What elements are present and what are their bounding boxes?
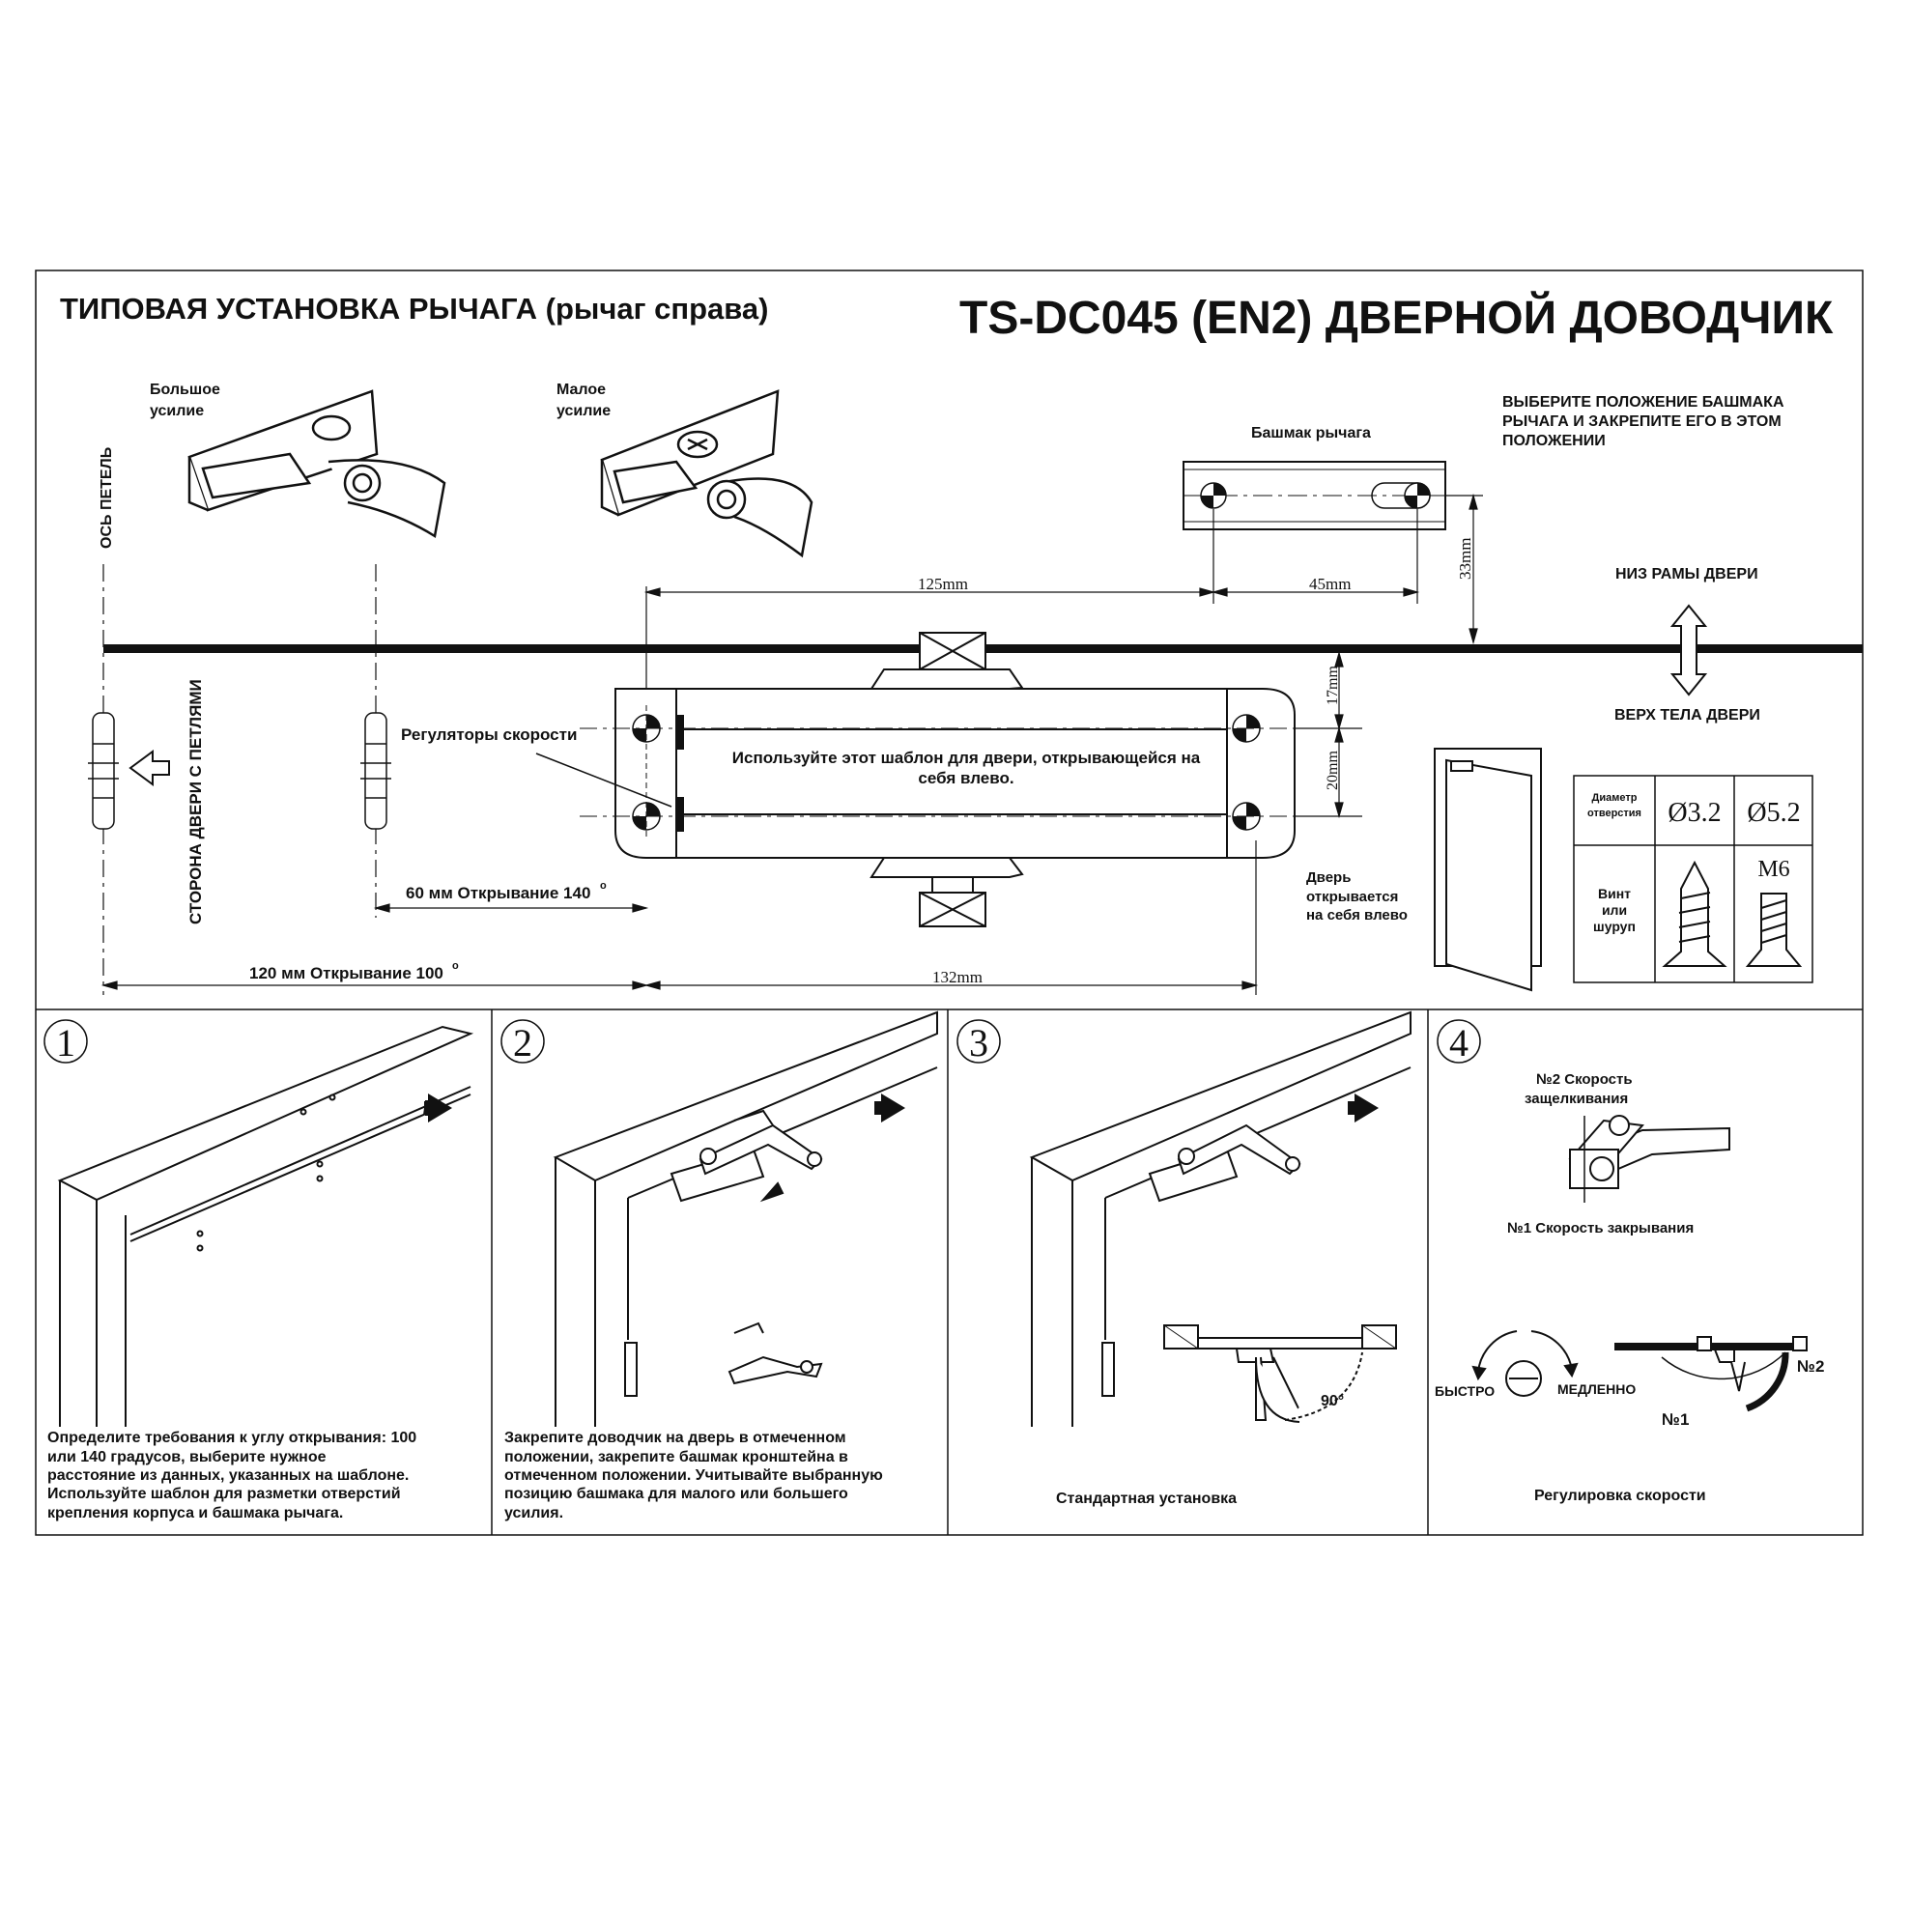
step-4-caption: Регулировка скорости — [1534, 1488, 1706, 1504]
screw-label: или — [1602, 902, 1627, 918]
degree-mark: o — [600, 880, 607, 892]
dim-33: 33mm — [1456, 538, 1474, 580]
dim-17: 17mm — [1325, 666, 1341, 705]
svg-text:1: 1 — [56, 1021, 75, 1065]
next-arrow-icon — [1348, 1094, 1379, 1122]
step-3-angle: 90° — [1321, 1393, 1344, 1409]
dimension-lines-bottom — [100, 840, 1259, 995]
door-opens-label: Дверь — [1306, 869, 1351, 886]
hinge-axis-label: ОСЬ ПЕТЕЛЬ — [99, 447, 115, 549]
speed-adjust-dial-icon — [1471, 1330, 1579, 1397]
main-title: TS-DC045 (EN2) ДВЕРНОЙ ДОВОДЧИК — [959, 291, 1834, 344]
usage-note: себя влево. — [918, 769, 1013, 787]
step-4-arc-diagram — [1614, 1336, 1808, 1412]
step-2-number: 2 — [500, 1019, 545, 1065]
step-3-caption: Стандартная установка — [1056, 1491, 1237, 1507]
svg-text:усилия.: усилия. — [504, 1505, 563, 1521]
large-force-label: усилие — [150, 403, 204, 419]
dim-45: 45mm — [1309, 575, 1351, 593]
diameter-3-2: Ø3.2 — [1668, 798, 1721, 828]
svg-text:3: 3 — [969, 1021, 988, 1065]
shoe-note: РЫЧАГА И ЗАКРЕПИТЕ ЕГО В ЭТОМ — [1502, 413, 1782, 430]
speed-regulator-1 — [676, 715, 684, 750]
dim-132: 132mm — [932, 968, 983, 986]
screw-label: Винт — [1598, 886, 1631, 901]
hole-marker — [1200, 482, 1227, 509]
svg-text:Используйте шаблон для разметк: Используйте шаблон для разметки отверсти… — [47, 1486, 401, 1502]
arrow-left-icon — [128, 750, 170, 786]
step-3-number: 3 — [956, 1019, 1001, 1065]
hole-diameter-label: отверстия — [1587, 808, 1641, 819]
step-4-n1: №1 — [1662, 1410, 1689, 1429]
hole-marker — [1404, 482, 1431, 509]
door-opening-icon — [1434, 748, 1542, 992]
lever-shoe — [1183, 461, 1465, 530]
hinge-icon — [88, 712, 119, 830]
screw-table — [1573, 775, 1813, 983]
svg-text:или 140 градусов, выберите нуж: или 140 градусов, выберите нужное — [47, 1449, 327, 1465]
lever-large-force-illustration — [187, 389, 446, 539]
bolt-m6-icon — [1745, 893, 1803, 967]
door-top-label: ВЕРХ ТЕЛА ДВЕРИ — [1614, 707, 1760, 724]
svg-text:2: 2 — [513, 1021, 532, 1065]
sheet-border — [35, 270, 1864, 1536]
svg-text:Определите требования к углу о: Определите требования к углу открывания:… — [47, 1430, 416, 1446]
step-4-number: 4 — [1437, 1019, 1481, 1065]
hinge-side-label: СТОРОНА ДВЕРИ С ПЕТЛЯМИ — [186, 679, 205, 924]
step-4-speed1-label: №1 Скорость закрывания — [1507, 1220, 1694, 1236]
self-tapping-screw-icon — [1662, 860, 1727, 967]
svg-text:Закрепите доводчик на дверь в: Закрепите доводчик на дверь в отмеченном — [504, 1430, 846, 1446]
svg-text:4: 4 — [1449, 1021, 1469, 1065]
step-1-text: Определите требования к углу открывания:… — [47, 1430, 416, 1521]
svg-text:отмеченном положении. Учитывай: отмеченном положении. Учитывайте выбранн… — [504, 1467, 883, 1484]
step-4-n2: №2 — [1797, 1357, 1824, 1376]
dim-120: 120 мм Открывание 100 — [249, 964, 443, 982]
lever-small-force-illustration — [600, 389, 813, 558]
hinge-icon — [360, 712, 391, 830]
step-4-speed2-label: защелкивания — [1525, 1091, 1628, 1107]
step-2-text: Закрепите доводчик на дверь в отмеченном… — [504, 1430, 883, 1521]
shoe-label: Башмак рычага — [1251, 425, 1371, 441]
step-4-slow: МЕДЛЕННО — [1557, 1381, 1636, 1397]
svg-text:крепления корпуса и башмака ры: крепления корпуса и башмака рычага. — [47, 1505, 343, 1521]
svg-text:положении, закрепите башмак кр: положении, закрепите башмак кронштейна в — [504, 1449, 848, 1465]
svg-text:расстояние из данных, указанны: расстояние из данных, указанных на шабло… — [47, 1467, 409, 1484]
speed-regulators-label: Регуляторы скорости — [401, 725, 577, 744]
step-4-fast: БЫСТРО — [1435, 1383, 1495, 1399]
step-1-illustration — [57, 1025, 474, 1427]
shoe-note: ПОЛОЖЕНИИ — [1502, 433, 1606, 449]
dim-125: 125mm — [918, 575, 968, 593]
hole-diameter-label: Диаметр — [1592, 792, 1638, 804]
door-opens-label: открывается — [1306, 889, 1398, 905]
usage-note: Используйте этот шаблон для двери, откры… — [732, 749, 1201, 767]
step-3-illustration — [1029, 1010, 1412, 1427]
m6-label: M6 — [1757, 857, 1789, 882]
step-2-illustration — [553, 1010, 938, 1427]
small-force-label: усилие — [556, 403, 611, 419]
door-closer-body — [614, 632, 1296, 927]
dim-20: 20mm — [1325, 751, 1341, 790]
step-1-number: 1 — [43, 1019, 88, 1065]
svg-text:позицию башмака для малого или: позицию башмака для малого или большего — [504, 1486, 848, 1502]
screw-label: шуруп — [1593, 919, 1636, 934]
step-4-speed2-label: №2 Скорость — [1536, 1071, 1633, 1088]
up-down-arrow-icon — [1669, 604, 1708, 696]
large-force-label: Большое — [150, 382, 220, 398]
leader-line — [535, 753, 672, 808]
degree-mark: o — [452, 960, 459, 972]
dimension-lines-right — [1295, 650, 1362, 819]
shoe-note: ВЫБЕРИТЕ ПОЛОЖЕНИЕ БАШМАКА — [1502, 394, 1784, 411]
step-4-closer-illustration — [1568, 1115, 1730, 1203]
small-force-label: Малое — [556, 382, 606, 398]
next-arrow-icon — [874, 1094, 905, 1122]
dim-60: 60 мм Открывание 140 — [406, 884, 590, 902]
diameter-5-2: Ø5.2 — [1747, 798, 1800, 828]
left-title: ТИПОВАЯ УСТАНОВКА РЫЧАГА (рычаг справа) — [60, 292, 768, 326]
door-opens-label: на себя влево — [1306, 907, 1408, 923]
speed-regulator-2 — [676, 797, 684, 832]
frame-bottom-label: НИЗ РАМЫ ДВЕРИ — [1615, 566, 1758, 582]
